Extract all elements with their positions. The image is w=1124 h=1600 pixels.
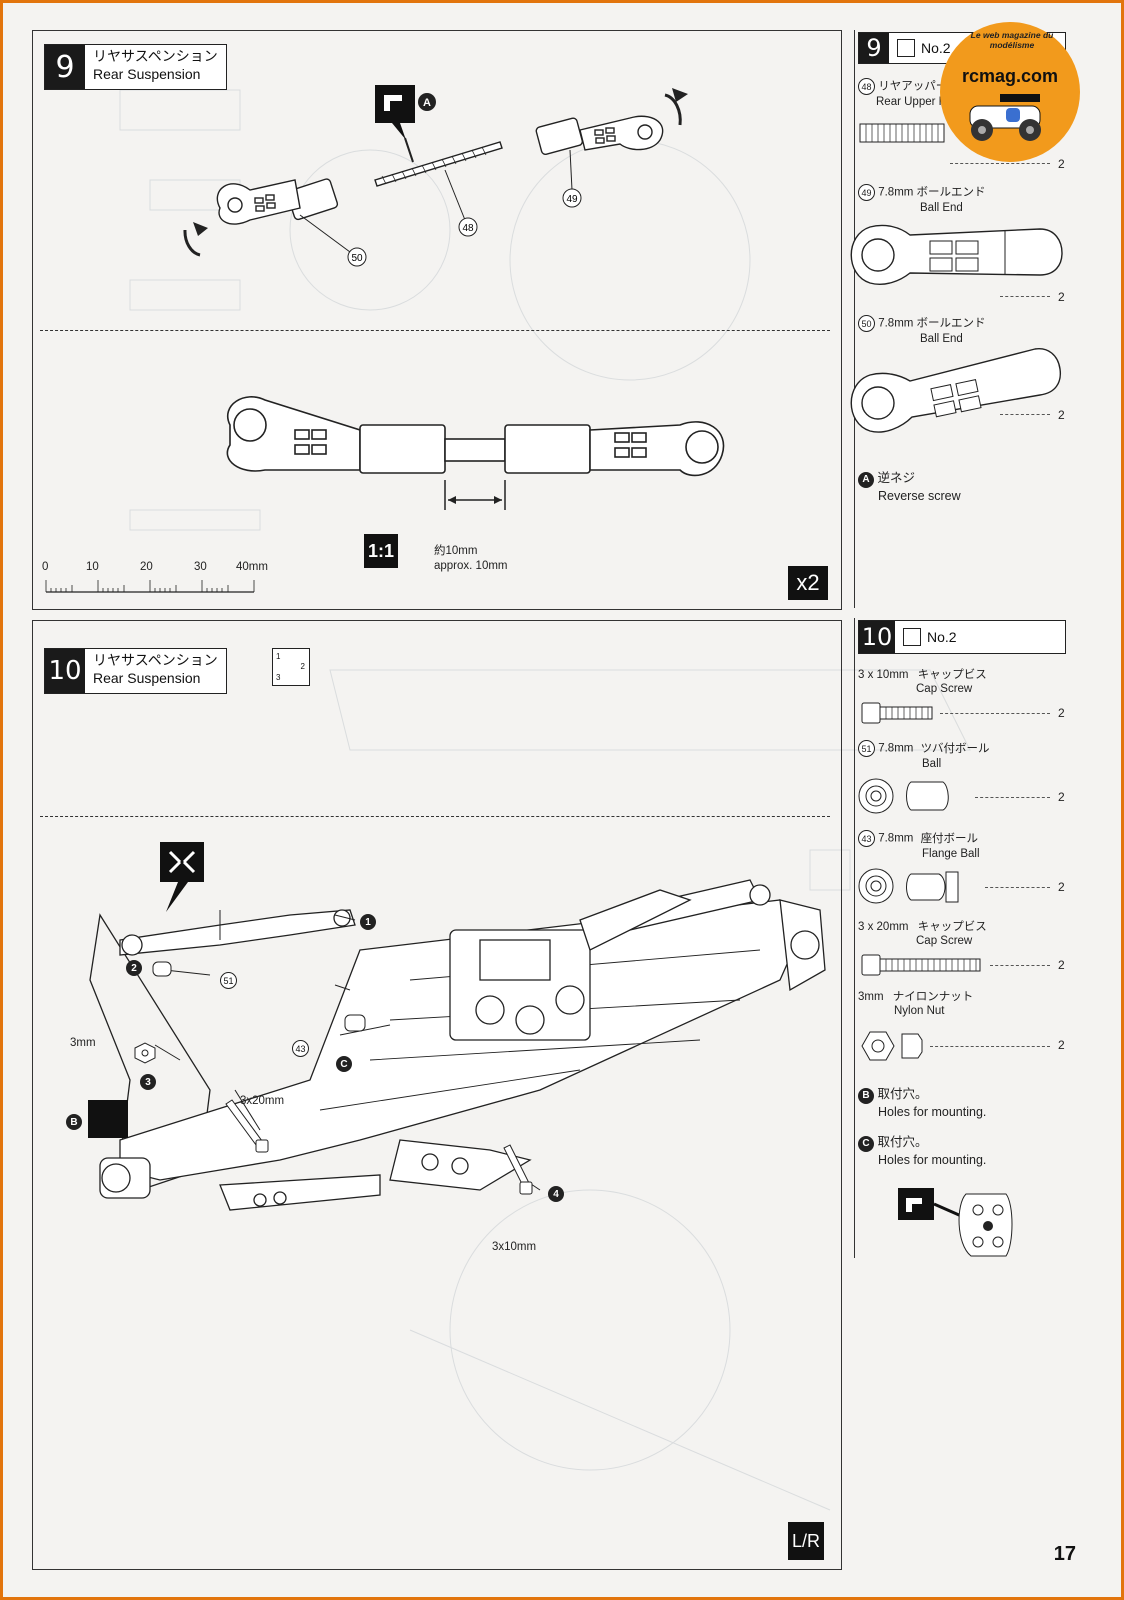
- step10-callout-3: 3: [140, 1074, 156, 1090]
- step10-callout-b: B: [66, 1114, 82, 1130]
- capscrew-3x20-drawing: [861, 954, 981, 976]
- step9-multiplier-badge: x2: [788, 566, 828, 600]
- left-right-badge: L/R: [788, 1522, 824, 1560]
- parts-bag-icon: [903, 628, 921, 646]
- step9-ref-48: 48: [462, 223, 474, 234]
- scale-1to1-badge: 1:1: [364, 534, 398, 568]
- step9-divider: [40, 330, 830, 331]
- step9-title-jp: リヤサスペンション: [93, 48, 218, 64]
- step10-header: 10 リヤサスペンション Rear Suspension: [44, 648, 227, 694]
- background-faded-illustration: [119, 89, 971, 1511]
- cap-screw-3x10: [503, 1144, 533, 1195]
- part-ball-51-label: 51 7.8mm ツバ付ボール Ball: [858, 740, 990, 771]
- step10-number: 10: [45, 649, 85, 693]
- note-b: B 取付穴。 Holes for mounting.: [858, 1086, 986, 1121]
- part-nylon-nut-label: 3mm ナイロンナット Nylon Nut: [858, 991, 974, 1017]
- step9-parts-panel: [854, 30, 1073, 608]
- step9-title-en: Rear Suspension: [93, 66, 201, 82]
- part-capscrew-3x10-label: 3 x 10mm キャップビス Cap Screw: [858, 669, 987, 695]
- step10-callout-c: C: [336, 1056, 352, 1072]
- ball-end-50: [216, 178, 339, 225]
- step10-assembly-drawing: [89, 842, 826, 1211]
- part50-qty: 2: [1058, 408, 1065, 422]
- step9-assembled-view: [226, 396, 725, 510]
- rcmag-watermark-logo: Le web magazine du modélisme rcmag.com: [940, 22, 1080, 162]
- reverse-screw-note: A 逆ネジ Reverse screw: [858, 470, 961, 505]
- cap-screw-3x20: [225, 1099, 269, 1153]
- flange-ball-43-drawing: [858, 868, 959, 904]
- step9-panel: [32, 30, 842, 610]
- zoom-arrow-icon: [160, 842, 204, 912]
- flange-ball-43: [344, 1014, 366, 1032]
- step9-number: 9: [45, 45, 85, 89]
- mm-ruler: 0 10 20 30 40mm: [42, 561, 268, 593]
- step10-pointing-hand-icon: [88, 1100, 128, 1138]
- part48-qty: 2: [1058, 157, 1065, 171]
- part49-ball-end-drawing: [850, 224, 1063, 285]
- step10-parts-header: 10 No.2: [858, 620, 1066, 654]
- step10-parts-panel: [854, 618, 1073, 1258]
- step9-exploded-diagram: A 48 50 49: [183, 85, 688, 267]
- nylon-nut-drawing: [861, 1031, 923, 1061]
- step10-callout-1: 1: [360, 914, 376, 930]
- mounting-hole-detail: [898, 1188, 1013, 1257]
- nylon-nut-3mm: [134, 1042, 156, 1064]
- part50-ball-end-drawing: [850, 348, 1062, 433]
- assembly-order-icon: 1 2 3: [272, 648, 310, 686]
- step9-title: リヤサスペンション Rear Suspension: [85, 45, 226, 89]
- step10-callout-2: 2: [126, 960, 142, 976]
- part49-label: 49 7.8mm ボールエンド Ball End: [858, 184, 986, 215]
- step10-title-jp: リヤサスペンション: [93, 652, 218, 668]
- part50-label: 50 7.8mm ボールエンド Ball End: [858, 315, 986, 346]
- step10-callout-4: 4: [548, 1186, 564, 1202]
- nut-3mm-label: 3mm: [70, 1037, 96, 1049]
- page-number: 17: [1053, 1543, 1076, 1565]
- step9-pointing-hand-icon: [375, 85, 415, 140]
- capscrew-3x10-drawing: [861, 702, 933, 724]
- step9-callout-a: A: [423, 97, 431, 109]
- parts-bag-icon: [897, 39, 915, 57]
- step10-title-en: Rear Suspension: [93, 670, 201, 686]
- step9-bag-label: No.2: [921, 40, 951, 56]
- part-capscrew-3x20-label: 3 x 20mm キャップビス Cap Screw: [858, 921, 987, 947]
- step10-panel: [32, 620, 842, 1570]
- step10-ref-51: 51: [220, 972, 237, 989]
- step10-divider: [40, 816, 830, 817]
- ball-51: [152, 961, 172, 977]
- step10-bag-label: No.2: [927, 629, 957, 645]
- gap-label-jp: 約10mm: [434, 545, 478, 557]
- screw-3x20-label: 3x20mm: [240, 1095, 285, 1107]
- step10-ref-43: 43: [292, 1040, 309, 1057]
- ball-51-drawing: [858, 778, 949, 814]
- part48-rod-drawing: [859, 123, 945, 143]
- step9-ref-50: 50: [351, 253, 363, 264]
- note-c: C 取付穴。 Holes for mounting.: [858, 1134, 986, 1169]
- ball-end-49: [535, 115, 664, 155]
- rear-upper-rod-48: [374, 141, 503, 187]
- gap-label-en: approx. 10mm: [434, 560, 508, 572]
- step9-ref-49: 49: [566, 194, 578, 205]
- step9-header: 9 リヤサスペンション Rear Suspension: [44, 44, 227, 90]
- part-flange-ball-43-label: 43 7.8mm 座付ボール Flange Ball: [858, 830, 980, 861]
- part49-qty: 2: [1058, 290, 1065, 304]
- screw-3x10-label: 3x10mm: [492, 1241, 537, 1253]
